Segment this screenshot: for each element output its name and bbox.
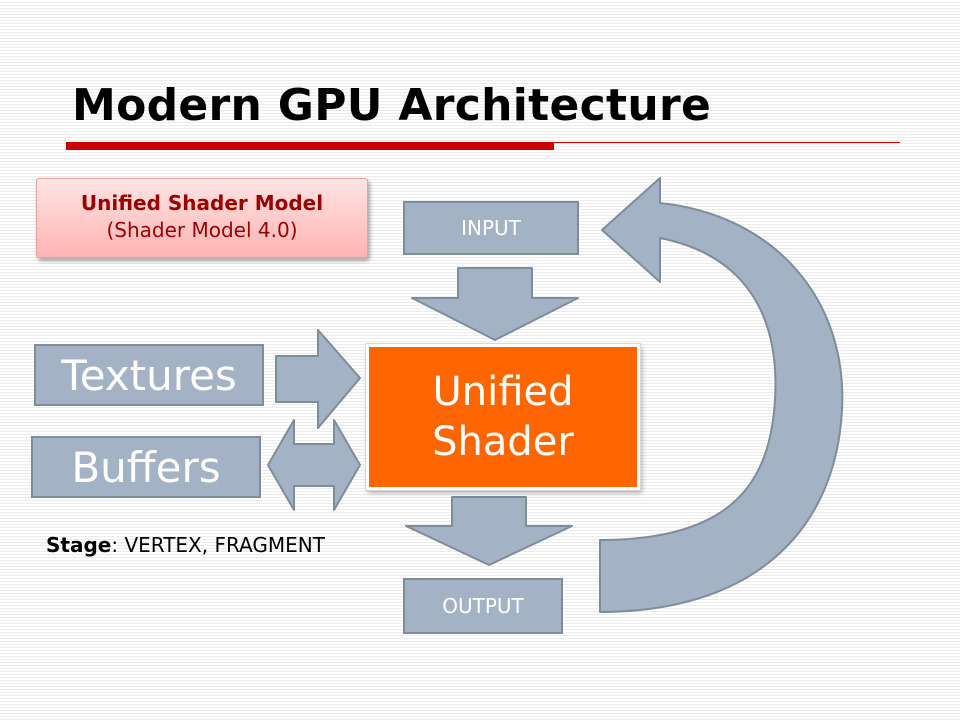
input-box: INPUT — [403, 201, 579, 255]
buffers-label: Buffers — [71, 442, 221, 492]
textures-right-arrow — [275, 329, 361, 429]
shader-label-line2: Shader — [432, 419, 574, 465]
textures-label: Textures — [61, 350, 237, 400]
title-underline-accent — [66, 142, 554, 150]
output-label: OUTPUT — [442, 594, 524, 618]
slide-title: Modern GPU Architecture — [72, 80, 712, 131]
stage-caption: Stage: VERTEX, FRAGMENT — [46, 533, 325, 557]
output-down-arrow — [405, 496, 573, 566]
buffers-box: Buffers — [31, 436, 261, 498]
callout-title: Unified Shader Model — [80, 191, 324, 215]
output-box: OUTPUT — [403, 578, 563, 634]
textures-box: Textures — [34, 344, 264, 406]
stage-caption-label: Stage — [46, 533, 112, 557]
input-label: INPUT — [461, 216, 521, 240]
callout-subtitle: (Shader Model 4.0) — [106, 218, 298, 242]
buffers-double-arrow — [267, 419, 361, 511]
stage-caption-value: : VERTEX, FRAGMENT — [111, 533, 325, 557]
input-down-arrow — [411, 267, 579, 341]
shader-label-line1: Unified — [432, 369, 574, 415]
unified-shader-box: Unified Shader — [366, 344, 640, 490]
loop-back-arrow — [599, 177, 844, 613]
title-underline-rule — [554, 142, 900, 143]
unified-shader-model-callout: Unified Shader Model (Shader Model 4.0) — [36, 178, 368, 258]
